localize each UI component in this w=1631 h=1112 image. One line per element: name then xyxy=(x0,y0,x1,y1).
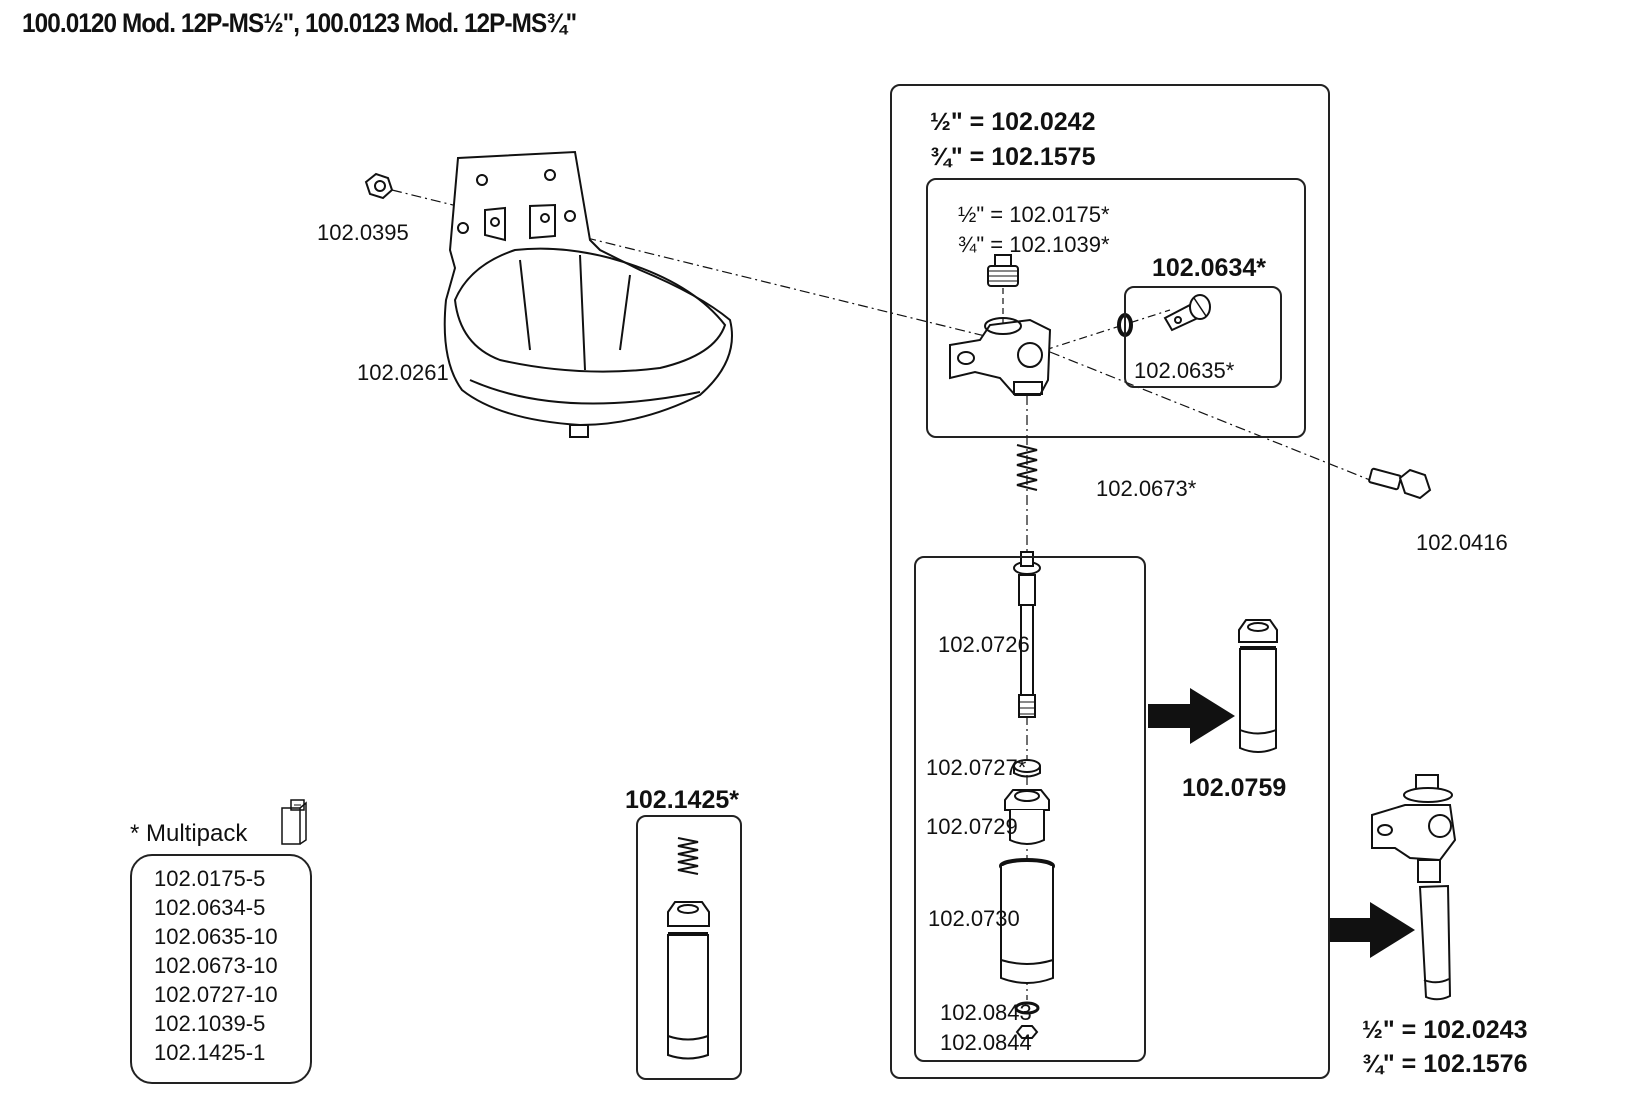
spring-label: 102.0673* xyxy=(1096,476,1197,501)
screw-set-frame xyxy=(1124,286,1282,388)
screw-set-label: 102.0634* xyxy=(1152,254,1267,282)
spring-icon xyxy=(1016,444,1038,491)
bolt-icon xyxy=(1368,467,1432,500)
seal-label: 102.0727* xyxy=(926,755,1027,780)
multipack-item: 102.0727-10 xyxy=(154,982,278,1007)
assembly-axis-line xyxy=(391,189,1371,481)
small-hex-nut-icon xyxy=(1015,1025,1039,1039)
plug-icon xyxy=(987,254,1019,287)
screw-axis-line xyxy=(1044,309,1171,351)
hex-nut-label: 102.0844 xyxy=(940,1030,1032,1055)
complete-valve-drawing xyxy=(1371,774,1457,1001)
valve-assembly-three-quarter-inch: ¾" = 102.1575 xyxy=(930,143,1096,171)
tube-drawing xyxy=(999,858,1055,984)
plug-label-three-quarter-inch: ¾" = 102.1039* xyxy=(958,232,1110,257)
plug-label-half-inch: ½" = 102.0175* xyxy=(958,202,1110,227)
complete-valve-half-inch: ½" = 102.0243 xyxy=(1362,1016,1528,1044)
valve-body-frame xyxy=(926,178,1306,438)
diagram-title: 100.0120 Mod. 12P-MS½", 100.0123 Mod. 12… xyxy=(22,8,577,38)
spare-kit-drawing xyxy=(667,837,710,1060)
adjusting-screw-icon xyxy=(1163,294,1211,332)
stem-label: 102.0726 xyxy=(938,632,1030,657)
multipack-list: 102.0175-5 102.0634-5 102.0635-10 102.06… xyxy=(130,854,312,1084)
part-label-nut: 102.0395 xyxy=(317,220,409,245)
arrow-right-icon xyxy=(1148,688,1235,744)
multipack-item: 102.1039-5 xyxy=(154,1011,266,1036)
nozzle-assembly-label: 102.0759 xyxy=(1182,774,1287,802)
valve-body-drawing xyxy=(949,317,1052,396)
valve-group-frame xyxy=(890,84,1330,1079)
hex-nut-icon xyxy=(364,172,394,200)
multipack-item: 102.0634-5 xyxy=(154,895,266,920)
multipack-heading: * Multipack xyxy=(130,820,248,847)
valve-assembly-half-inch: ½" = 102.0242 xyxy=(930,108,1096,136)
nozzle-parts-frame xyxy=(914,556,1146,1062)
sleeve-nut-drawing xyxy=(1004,789,1050,845)
valve-stem-drawing xyxy=(1013,551,1041,718)
multipack-item: 102.0635-10 xyxy=(154,924,278,949)
o-ring-label: 102.0635* xyxy=(1134,358,1235,383)
drinking-bowl-drawing xyxy=(443,150,733,438)
washer-label: 102.0843 xyxy=(940,1000,1032,1025)
multipack-box-icon xyxy=(281,799,307,845)
spare-kit-label: 102.1425* xyxy=(625,786,740,814)
arrow-right-icon-2 xyxy=(1330,902,1415,958)
spare-kit-frame xyxy=(636,815,742,1080)
multipack-item: 102.1425-1 xyxy=(154,1040,266,1065)
sleeve-nut-label: 102.0729 xyxy=(926,814,1018,839)
multipack-item: 102.0175-5 xyxy=(154,866,266,891)
part-label-bowl: 102.0261 xyxy=(357,360,449,385)
nozzle-assembly-drawing xyxy=(1238,619,1278,753)
multipack-item: 102.0673-10 xyxy=(154,953,278,978)
washer-icon xyxy=(1014,1001,1040,1015)
complete-valve-three-quarter-inch: ¾" = 102.1576 xyxy=(1362,1050,1528,1078)
tube-label: 102.0730 xyxy=(928,906,1020,931)
bolt-label: 102.0416 xyxy=(1416,530,1508,555)
